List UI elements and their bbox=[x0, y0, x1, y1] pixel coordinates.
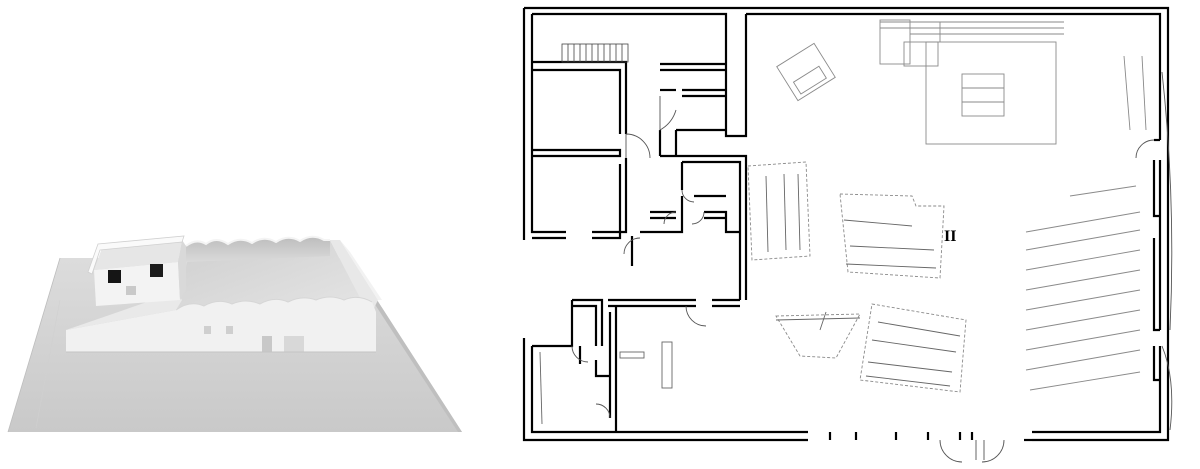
back-wall bbox=[186, 236, 330, 262]
side-wall bbox=[330, 240, 378, 312]
outer-wall bbox=[524, 6, 1170, 442]
room-label: II bbox=[944, 228, 956, 245]
tower-window bbox=[150, 264, 163, 277]
door-opening bbox=[284, 336, 304, 352]
floor-plan-drawing: II bbox=[522, 6, 1173, 463]
door-opening bbox=[262, 336, 272, 352]
model-render-panel bbox=[0, 0, 470, 469]
stair-treads bbox=[561, 43, 629, 63]
work-table bbox=[925, 41, 1057, 145]
tower-window bbox=[108, 270, 121, 283]
window-opening bbox=[204, 326, 211, 334]
machine bbox=[776, 42, 836, 102]
window-opening bbox=[226, 326, 233, 334]
architectural-model-render bbox=[7, 235, 462, 433]
floor-plan-panel: II bbox=[470, 0, 1200, 469]
